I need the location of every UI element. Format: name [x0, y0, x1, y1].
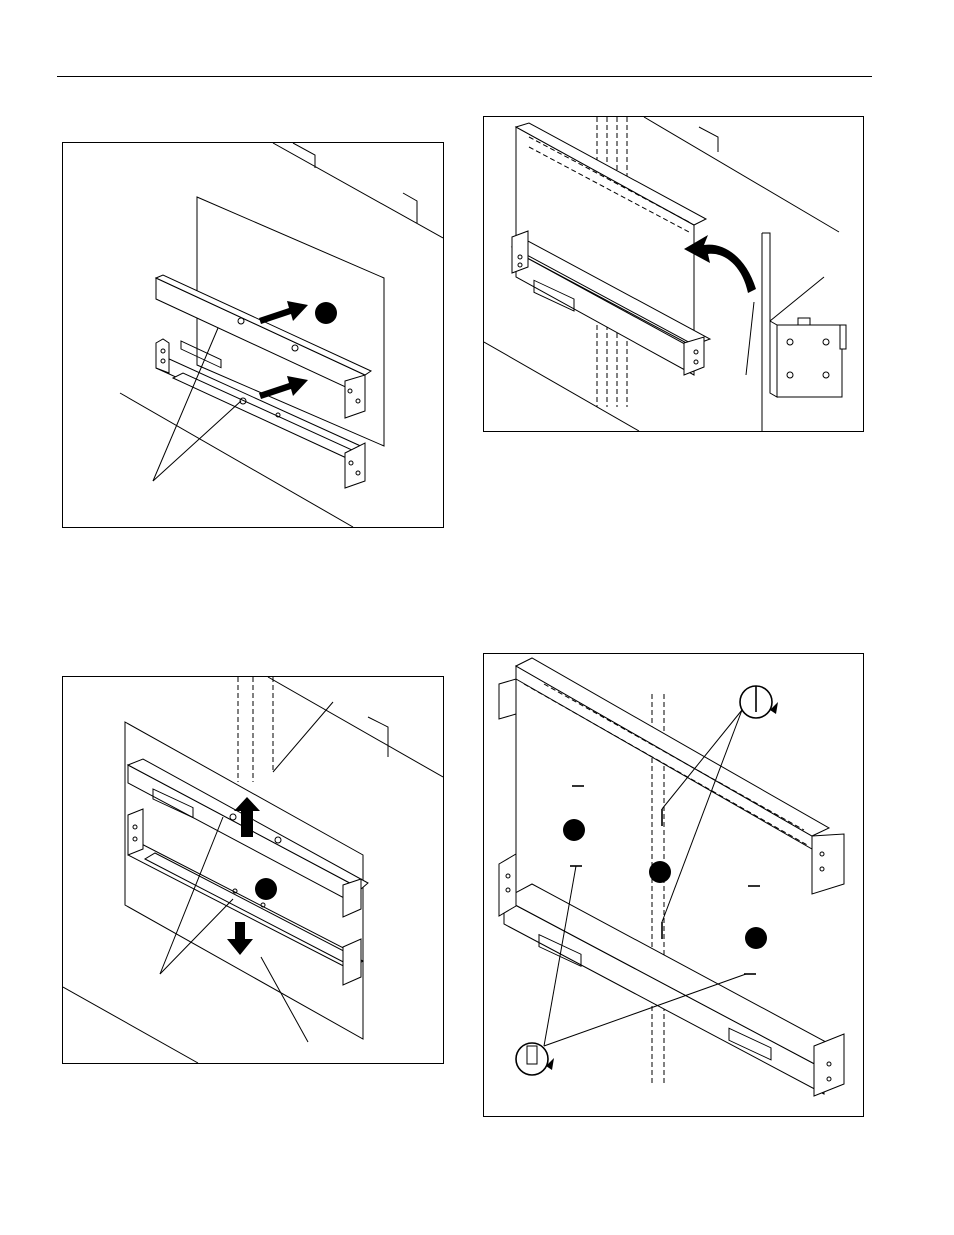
wrench-rotate-icon [516, 1043, 554, 1075]
callout-dot-icon [745, 927, 767, 949]
callout-dot-icon [649, 861, 671, 883]
callout-dot-icon [563, 819, 585, 841]
drill-rotate-icon [740, 686, 778, 718]
figure-3-drawing [63, 677, 443, 1063]
detail-bracket [746, 233, 846, 431]
figure-2-panel [483, 116, 864, 432]
frame-assembly [512, 123, 710, 375]
callout-dot-icon [255, 878, 277, 900]
figure-1-drawing [63, 143, 443, 527]
frame-assembly [499, 658, 844, 1096]
figure-4-drawing [484, 654, 863, 1116]
figure-4-panel [483, 653, 864, 1117]
curved-arrow-icon [684, 235, 756, 293]
figure-3-panel [62, 676, 444, 1064]
callout-dot-icon [315, 302, 337, 324]
figure-2-drawing [484, 117, 863, 431]
header-rule [57, 76, 872, 77]
figure-1-panel [62, 142, 444, 528]
